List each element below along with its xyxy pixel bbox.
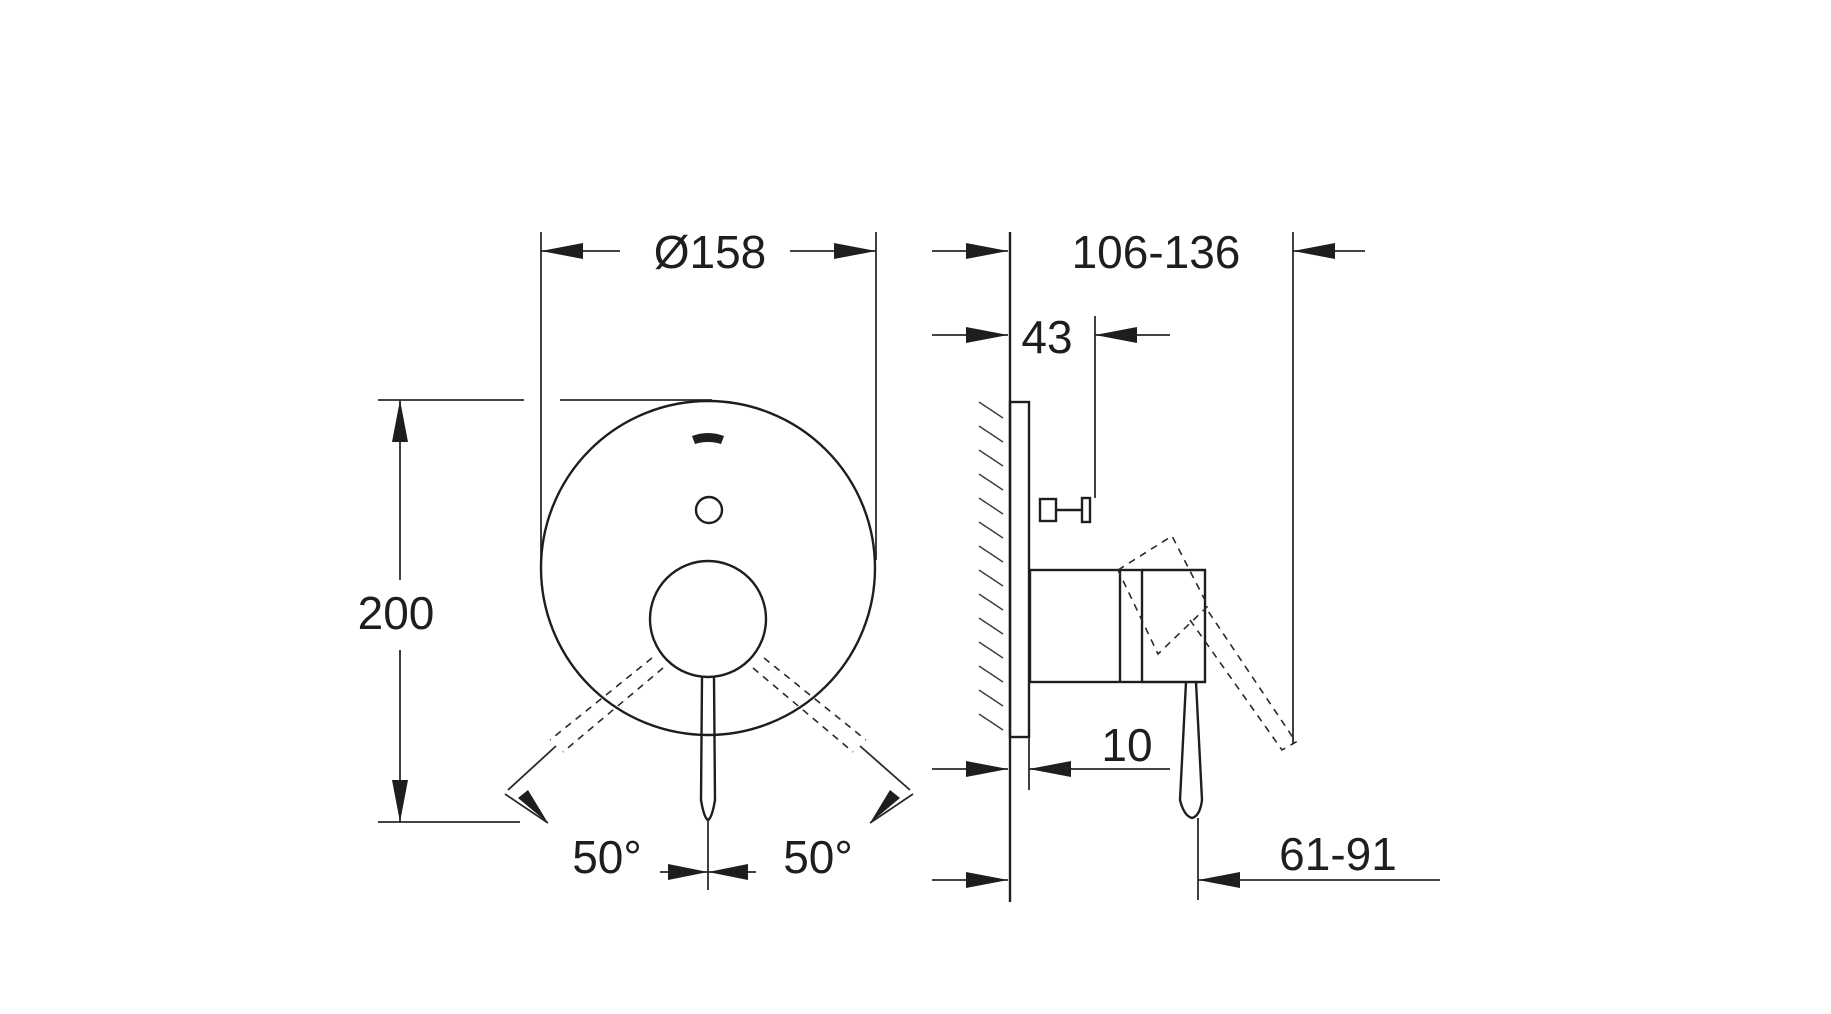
diameter-dimension: Ø158 [540,226,877,560]
rotation-range-right [752,657,914,824]
lever-depth-dimension: 61-91 [932,818,1440,900]
offset-label: 10 [1101,719,1152,771]
handle-hub [648,559,768,679]
angle-right-label: 50° [783,831,853,883]
escutcheon-plate-side [1008,400,1031,739]
total-depth-label: 106-136 [1072,226,1241,278]
rotation-range-left [504,657,664,824]
wall-hatching [978,401,1004,731]
angle-left-label: 50° [572,831,642,883]
diameter-label: Ø158 [654,226,767,278]
stem-depth-label: 43 [1021,311,1072,363]
handle-rotated-ghost [1116,534,1298,752]
diverter-knob [694,495,724,525]
height-label: 200 [358,587,435,639]
total-depth-dimension: 106-136 [932,226,1365,744]
escutcheon-plate [539,399,877,737]
diverter-indicator-icon [692,433,724,444]
stem-depth-dimension: 43 [932,311,1170,498]
side-view: 106-136 43 10 61-91 [932,226,1440,902]
front-view: Ø158 200 [358,226,914,890]
lever-handle [699,676,717,822]
offset-dimension: 10 [932,719,1170,790]
diverter-knob-side [1038,496,1092,524]
handle-body-side [1028,568,1207,820]
lever-depth-label: 61-91 [1279,828,1397,880]
height-dimension: 200 [358,399,712,823]
